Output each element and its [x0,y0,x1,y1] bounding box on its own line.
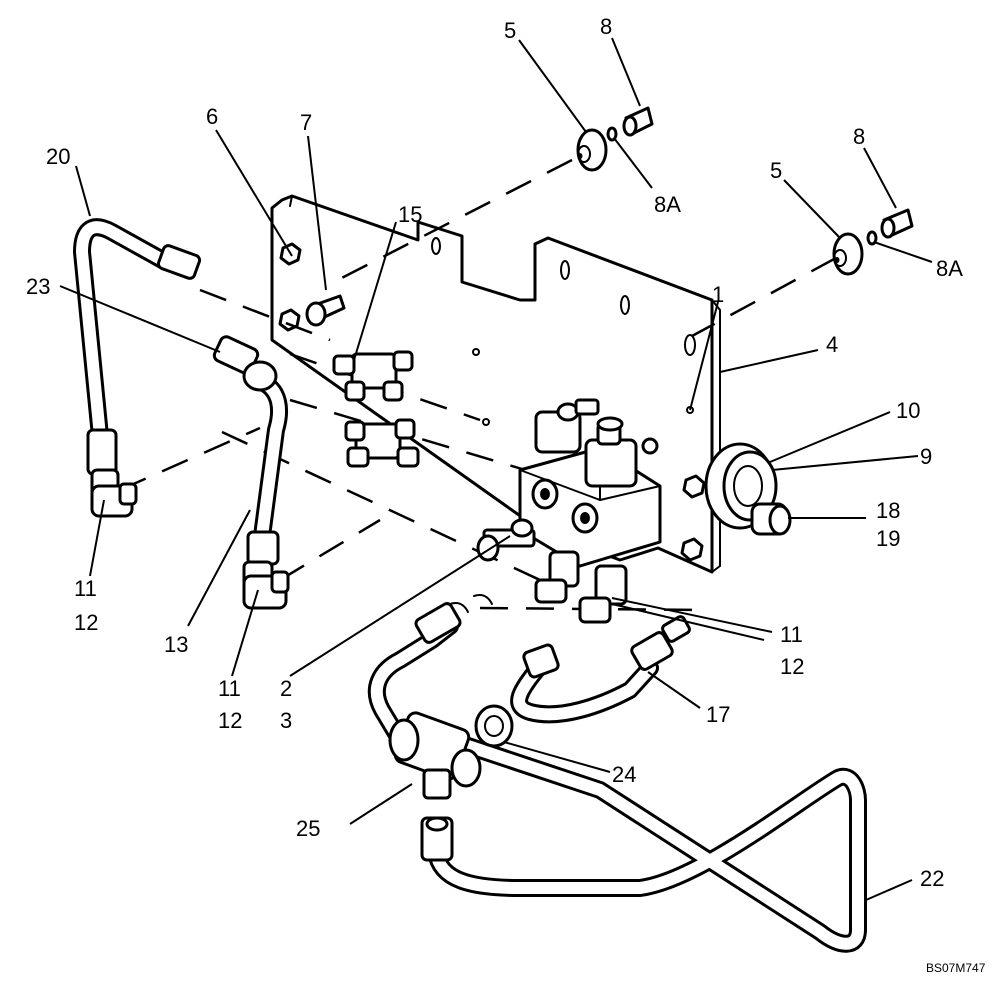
callout-12: 12 [780,654,804,679]
callout-8: 8 [600,14,612,39]
callout-12: 12 [74,610,98,635]
callout-25: 25 [296,816,320,841]
callout-3: 3 [280,708,292,733]
callout-18: 18 [876,498,900,523]
lock-washer [866,230,878,246]
rubber-isolator [576,128,608,172]
callout-1: 1 [712,282,724,307]
valve-block [518,398,662,568]
hose-assembly [510,615,691,724]
callout-labels: 1 2 3 4 5 5 6 7 8 8 8A 8A 9 10 11 12 11 … [26,14,986,975]
callout-8A: 8A [936,256,963,281]
hose-assembly [73,218,202,518]
callout-23: 23 [26,274,50,299]
callout-15: 15 [398,202,422,227]
callout-7: 7 [300,110,312,135]
callout-10: 10 [896,398,920,423]
callout-8A: 8A [654,192,681,217]
cross-fitting [344,418,420,468]
callout-17: 17 [706,702,730,727]
rubber-isolator [832,232,864,276]
hydraulic-tube [367,594,867,953]
callout-11: 11 [780,622,803,647]
elbow-fitting [578,564,628,624]
callout-11: 11 [218,676,241,701]
tee-fitting [388,711,482,862]
callout-9: 9 [920,444,932,469]
callout-4: 4 [826,332,838,357]
callout-13: 13 [164,632,188,657]
hex-nut [680,537,704,562]
drawing-code: BS07M747 [926,961,986,975]
callout-22: 22 [920,866,944,891]
callout-20: 20 [46,144,70,169]
callout-19: 19 [876,526,900,551]
mounting-bolt [880,208,914,239]
callout-2: 2 [280,676,292,701]
lock-washer [606,126,618,142]
callout-8: 8 [853,124,865,149]
hose-assembly [212,335,290,610]
callout-6: 6 [206,104,218,129]
hex-nut [474,704,514,748]
callout-11: 11 [74,576,97,601]
callout-12: 12 [218,708,242,733]
hex-nut [682,474,706,499]
leader-lines [59,37,933,901]
callout-24: 24 [612,762,636,787]
fitting [476,518,536,562]
plate-bolt [305,294,346,327]
callout-5: 5 [504,18,516,43]
elbow-fitting [534,550,580,604]
pressure-switch [704,442,792,536]
cross-fitting [332,350,414,402]
callout-5: 5 [770,158,782,183]
mounting-bolt [622,106,654,137]
